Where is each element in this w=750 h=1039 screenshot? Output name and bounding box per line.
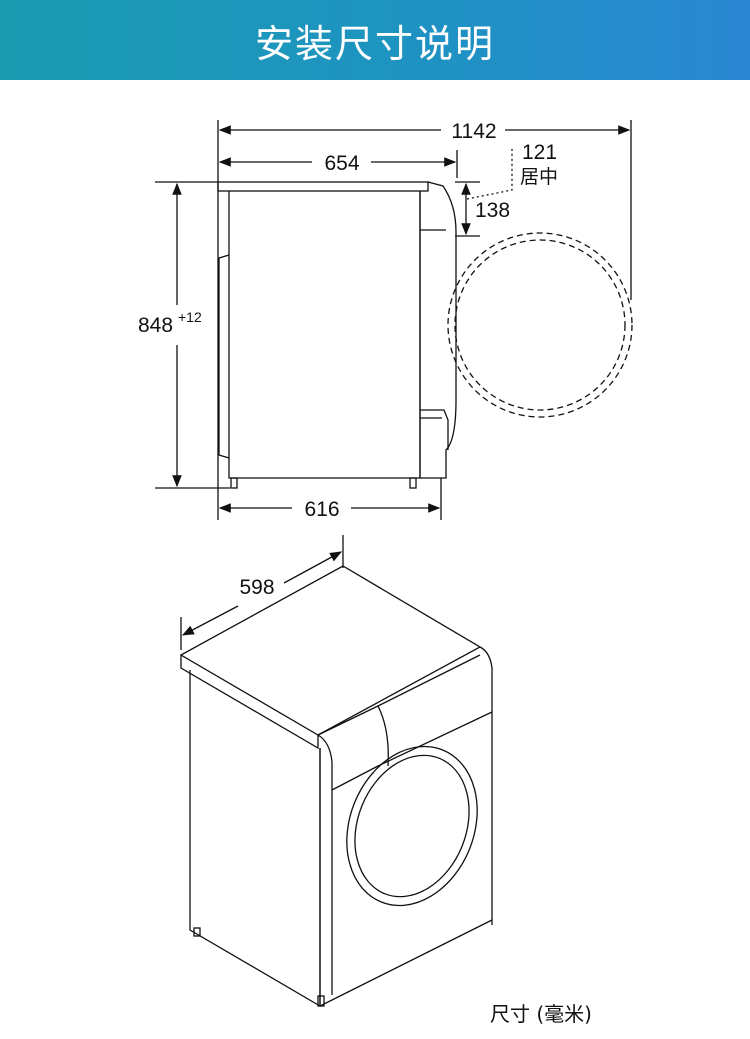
door-swing-inner <box>454 239 626 411</box>
foot-rear <box>230 477 238 489</box>
iso-top <box>179 565 482 736</box>
door-swing-outer <box>447 232 633 418</box>
unit-note: 尺寸 (毫米) <box>490 1002 592 1026</box>
door-offset-leader <box>466 148 513 200</box>
dim-iso-width: 598 <box>239 576 274 599</box>
worktop <box>217 181 429 192</box>
dim-height-tolerance: +12 <box>178 309 202 325</box>
dim-door-offset: 121 <box>522 141 557 164</box>
iso-view <box>179 535 493 1008</box>
iso-control-panel <box>317 654 481 736</box>
iso-door-outer <box>346 745 478 907</box>
dim-total-depth: 1142 <box>451 120 496 143</box>
dim-door-offset-note: 居中 <box>520 166 558 188</box>
dim-body-depth: 616 <box>304 498 339 521</box>
page-title: 安装尺寸说明 <box>254 21 495 66</box>
dim-top-depth: 654 <box>324 152 359 175</box>
foot-front <box>409 477 417 489</box>
door-profile <box>419 181 457 479</box>
cabinet-body <box>228 191 421 479</box>
iso-left-side <box>189 670 321 1008</box>
rear-bulge <box>218 254 230 459</box>
dim-door-height: 138 <box>475 199 510 222</box>
header-banner: 安装尺寸说明 <box>0 0 750 80</box>
side-view <box>155 120 633 520</box>
dim-height: 848 <box>138 314 173 337</box>
iso-door-inner <box>354 754 470 898</box>
